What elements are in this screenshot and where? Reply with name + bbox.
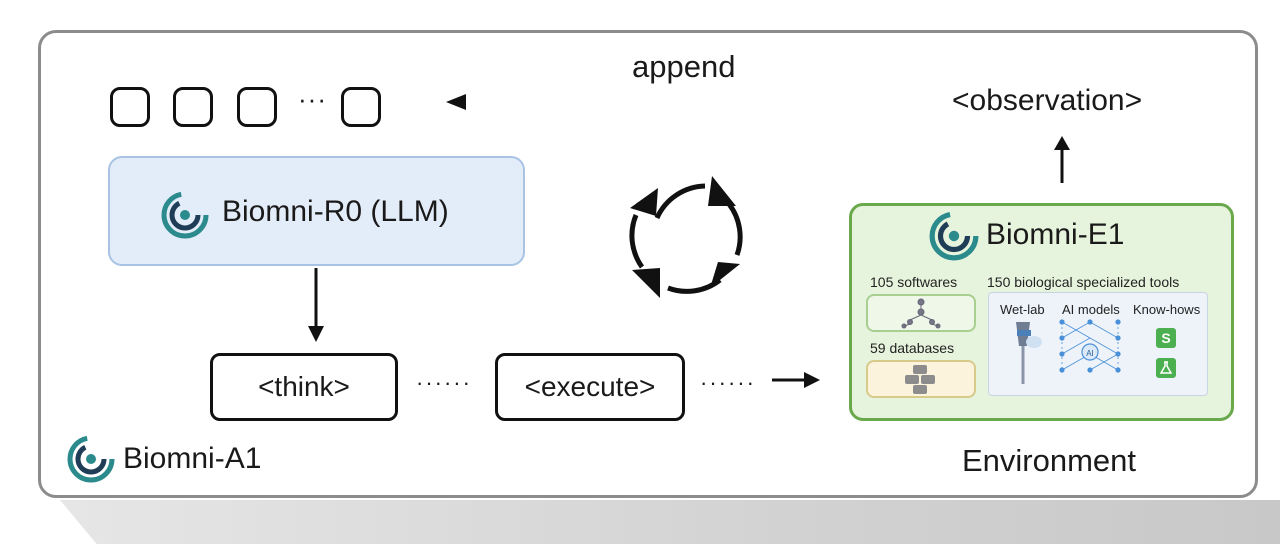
think-box: <think> [210,353,398,421]
token-ellipsis: ··· [298,84,327,114]
append-arrow [446,94,928,110]
token-box [237,87,277,127]
token-box [341,87,381,127]
cycle-icon [629,176,743,298]
frame-shadow [60,500,1280,544]
execute-dots: ······ [700,370,756,395]
network-icon [901,298,941,329]
agent-label: Biomni-A1 [123,442,262,475]
token-box [173,87,213,127]
tools-label: 150 biological specialized tools [987,274,1180,290]
append-label: append [632,49,736,84]
softwares-label: 105 softwares [870,274,958,290]
environment-label: Environment [962,443,1137,478]
logo-icon [161,191,209,239]
environment-title: Biomni-E1 [986,218,1125,251]
wet-lab-label: Wet-lab [1000,302,1045,317]
observation-label: <observation> [952,84,1143,117]
flask-icon [1156,358,1176,378]
observation-arrow [1054,136,1070,183]
token-box [110,87,150,127]
llm-label: Biomni-R0 (LLM) [222,195,449,228]
document-icon: S [1156,328,1176,348]
execute-box: <execute> [495,353,685,421]
ai-models-label: AI models [1062,302,1120,317]
execute-arrow [772,372,820,388]
neural-network-icon: AI [1059,319,1121,373]
logo-icon [929,211,979,261]
database-icon [905,365,935,394]
think-arrow [308,268,324,342]
databases-label: 59 databases [870,340,955,356]
ai-badge: AI [1086,349,1094,358]
logo-icon [67,435,115,483]
llm-box [108,156,525,266]
pipette-icon [1016,322,1042,384]
think-dots: ······ [416,370,472,395]
know-hows-label: Know-hows [1133,302,1201,317]
